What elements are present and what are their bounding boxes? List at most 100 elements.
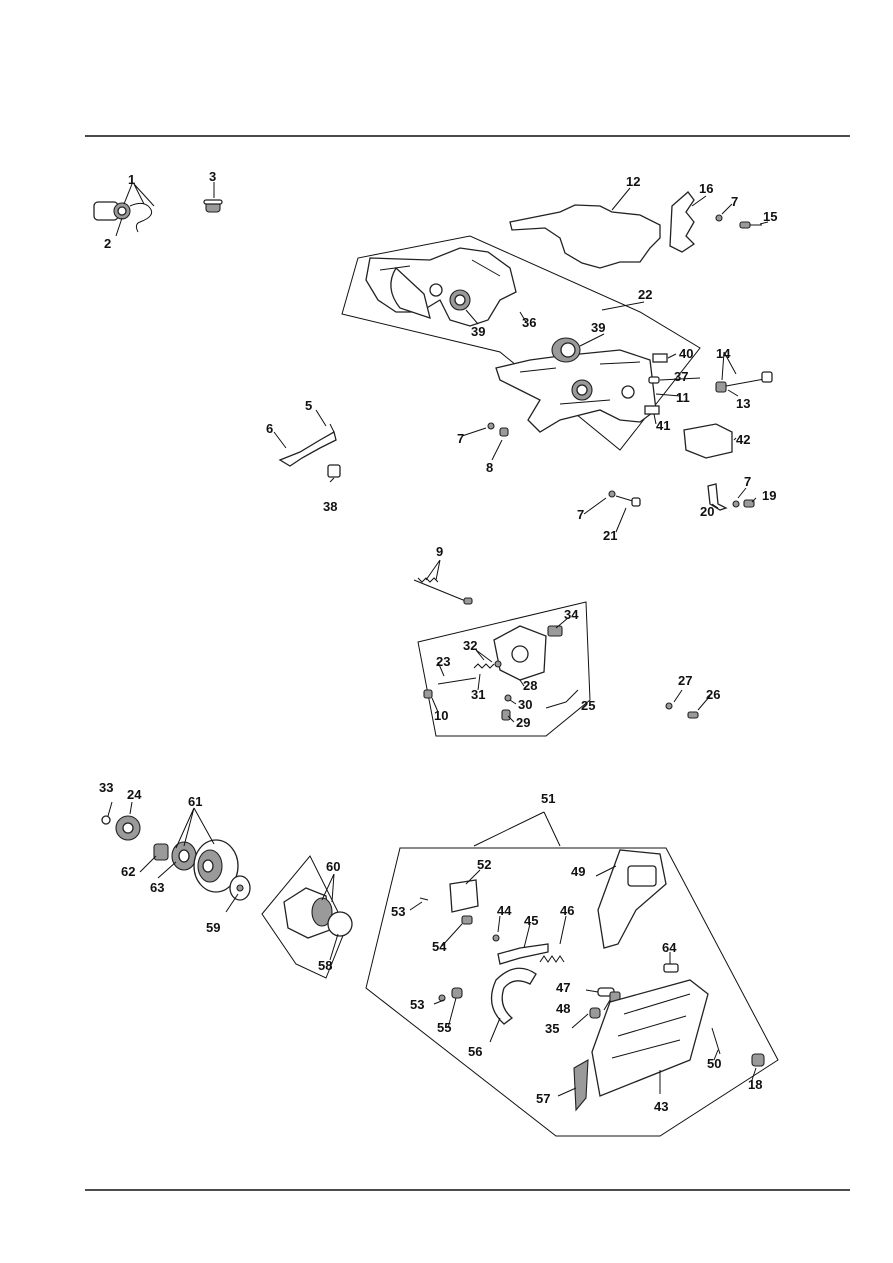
- lever-part: [278, 423, 337, 467]
- hand-guard-window-part: [627, 865, 657, 887]
- callout-7-a: 7: [731, 194, 738, 209]
- callout-59: 59: [206, 920, 220, 935]
- pin-part: [419, 897, 429, 901]
- callout-49: 49: [571, 864, 585, 879]
- callout-1: 1: [128, 172, 135, 187]
- callout-46: 46: [560, 903, 574, 918]
- callout-16: 16: [699, 181, 713, 196]
- sprocket-part: [115, 815, 141, 841]
- plate-part: [449, 879, 479, 913]
- pin-part: [437, 677, 477, 685]
- callout-23: 23: [436, 654, 450, 669]
- callout-31: 31: [471, 687, 485, 702]
- callout-34: 34: [564, 607, 579, 622]
- fitting-part: [547, 625, 563, 637]
- washer-part: [732, 500, 740, 508]
- callout-63: 63: [150, 880, 164, 895]
- callout-53-a: 53: [391, 904, 405, 919]
- callout-55: 55: [437, 1020, 451, 1035]
- nut-part: [492, 934, 500, 942]
- washer-part: [504, 694, 512, 702]
- callout-7-c: 7: [577, 507, 584, 522]
- washer-part: [236, 884, 244, 892]
- callout-22: 22: [638, 287, 652, 302]
- callout-36: 36: [522, 315, 536, 330]
- cover-part: [683, 423, 733, 459]
- callout-62: 62: [121, 864, 135, 879]
- crankcase-lower-part: [495, 349, 657, 433]
- brake-spring-part: [539, 955, 565, 963]
- guide-part: [573, 1059, 589, 1112]
- screw-part: [743, 499, 755, 508]
- callout-29: 29: [516, 715, 530, 730]
- callout-50: 50: [707, 1056, 721, 1071]
- block-part: [644, 405, 660, 415]
- block-part: [461, 915, 473, 925]
- oil-pump-group-outline: [417, 601, 591, 737]
- callout-14: 14: [716, 346, 731, 361]
- callout-60: 60: [326, 859, 340, 874]
- rim-sprocket-part: [171, 841, 197, 871]
- callout-52: 52: [477, 857, 491, 872]
- callout-51: 51: [541, 791, 555, 806]
- washer-part: [715, 214, 723, 222]
- clutch-drum-part: [193, 839, 239, 893]
- pump-bore-part: [511, 645, 529, 663]
- callout-5: 5: [305, 398, 312, 413]
- callout-26: 26: [706, 687, 720, 702]
- callout-3: 3: [209, 169, 216, 184]
- callout-54: 54: [432, 939, 447, 954]
- callout-48: 48: [556, 1001, 570, 1016]
- nut-part: [327, 464, 341, 478]
- callout-7-d: 7: [744, 474, 751, 489]
- grommet-part: [203, 199, 223, 213]
- callout-38: 38: [323, 499, 337, 514]
- callout-24: 24: [127, 787, 142, 802]
- plate-part: [669, 191, 696, 253]
- washer-part: [665, 702, 673, 710]
- callout-10: 10: [434, 708, 448, 723]
- callout-11: 11: [676, 390, 690, 405]
- callout-18: 18: [748, 1077, 762, 1092]
- callout-42: 42: [736, 432, 750, 447]
- callout-30: 30: [518, 697, 532, 712]
- bearing-part: [551, 337, 581, 363]
- bolt-part: [715, 371, 773, 393]
- nut-part: [751, 1053, 765, 1067]
- switch-part: [93, 201, 153, 233]
- callout-41: 41: [656, 418, 670, 433]
- screw-part: [687, 711, 699, 719]
- callout-12: 12: [626, 174, 640, 189]
- bolt-part: [608, 490, 641, 507]
- callout-21: 21: [603, 528, 617, 543]
- callout-57: 57: [536, 1091, 550, 1106]
- callout-6: 6: [266, 421, 273, 436]
- pin-part: [648, 376, 660, 384]
- callout-39-a: 39: [471, 324, 485, 339]
- bolt-part: [711, 1027, 721, 1055]
- washer-part: [487, 422, 495, 430]
- block-part: [652, 353, 668, 363]
- chain-brake-group-outline: [365, 847, 779, 1137]
- chain-cover-rib: [611, 993, 691, 1059]
- spring-part: [473, 660, 502, 669]
- screw-part: [501, 709, 511, 721]
- callout-labels: 1 2 3 5 6 7 7 7 7 8 9 10 11 12 13 14 15 …: [99, 169, 777, 1114]
- callout-58: 58: [318, 958, 332, 973]
- brake-band-part: [490, 967, 537, 1025]
- callout-19: 19: [762, 488, 776, 503]
- stud-part: [413, 577, 473, 605]
- callout-8: 8: [486, 460, 493, 475]
- callout-2: 2: [104, 236, 111, 251]
- callout-15: 15: [763, 209, 777, 224]
- callout-45: 45: [524, 913, 538, 928]
- gasket-part: [509, 204, 661, 269]
- callout-9: 9: [436, 544, 443, 559]
- hand-guard-part: [597, 849, 667, 949]
- needle-bearing-part: [153, 843, 169, 861]
- callout-37: 37: [674, 369, 688, 384]
- callout-47: 47: [556, 980, 570, 995]
- clutch-part: [283, 887, 353, 939]
- callout-28: 28: [523, 678, 537, 693]
